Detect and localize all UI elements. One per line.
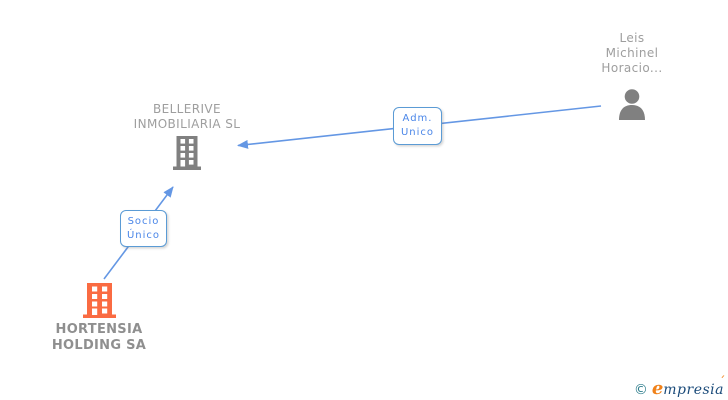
company-node-bellerive[interactable]: BELLERIVE INMOBILIARIA SL xyxy=(117,102,257,170)
building-icon-gray xyxy=(173,136,201,170)
company-bellerive-name: BELLERIVE INMOBILIARIA SL xyxy=(117,102,257,132)
brand-rest-text: mpresia xyxy=(663,382,724,398)
person-name: Leis Michinel Horacio... xyxy=(584,31,680,76)
edge-label-socio-line1: Socio xyxy=(127,215,160,227)
brand-wordmark: empresia´ xyxy=(651,375,726,399)
company-hortensia-line1: HORTENSIA xyxy=(55,322,143,337)
edge-label-socio-line2: Único xyxy=(126,229,161,241)
brand-accent: ´ xyxy=(719,375,726,390)
company-bellerive-line1: BELLERIVE xyxy=(152,102,222,116)
company-hortensia-line2: HOLDING SA xyxy=(51,338,147,353)
edge-label-adm-line1: Adm. xyxy=(402,113,433,124)
edge-label-socio-unico: Socio Único xyxy=(120,210,167,247)
brand-letter-e: e xyxy=(651,378,664,399)
person-name-line1: Leis xyxy=(619,31,645,45)
person-node-leis-michinel[interactable]: Leis Michinel Horacio... xyxy=(584,31,680,120)
building-icon-orange xyxy=(82,283,116,318)
company-bellerive-line2: INMOBILIARIA SL xyxy=(133,117,241,131)
company-hortensia-name: HORTENSIA HOLDING SA xyxy=(34,322,164,354)
company-node-hortensia[interactable]: HORTENSIA HOLDING SA xyxy=(34,283,164,354)
person-name-line2: Michinel xyxy=(605,46,659,60)
brand-rest: mpresia´ xyxy=(663,375,725,398)
edge-label-adm-unico: Adm. Unico xyxy=(393,107,442,145)
copyright-icon: © xyxy=(633,382,648,398)
empresia-logo[interactable]: © empresia´ xyxy=(633,375,726,399)
edge-label-adm-line2: Unico xyxy=(400,127,435,138)
person-icon xyxy=(619,89,645,120)
person-name-line3: Horacio... xyxy=(601,61,663,75)
